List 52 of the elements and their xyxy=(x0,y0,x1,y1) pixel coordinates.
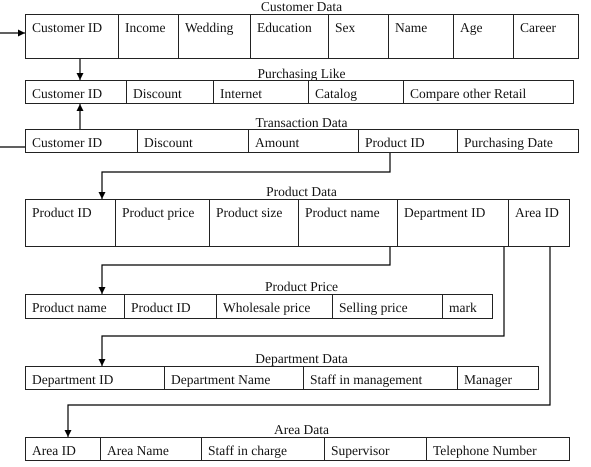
table-cell: Customer ID xyxy=(25,129,138,153)
table-cell: Product ID xyxy=(358,129,458,153)
table-cell: Area ID xyxy=(25,437,101,461)
table-cell: mark xyxy=(442,294,493,319)
connector-arrow xyxy=(76,104,84,129)
table-cell: Career xyxy=(513,14,579,59)
table-cell: Department Name xyxy=(164,366,304,390)
table-title: Purchasing Like xyxy=(256,67,347,80)
table-cell: Supervisor xyxy=(324,437,427,461)
table-cell: Education xyxy=(250,14,329,59)
table-title: Transaction Data xyxy=(254,116,349,129)
table-cell: Wedding xyxy=(178,14,251,59)
table-cell: Product ID xyxy=(124,294,217,319)
connector-arrow xyxy=(76,59,84,80)
table-cell: Age xyxy=(453,14,514,59)
table-title: Product Data xyxy=(265,185,338,198)
connector-arrow xyxy=(64,247,551,437)
table-cell: Customer ID xyxy=(25,14,119,59)
table-cell: Sex xyxy=(328,14,389,59)
table-cell: Income xyxy=(118,14,179,59)
table-cell: Department ID xyxy=(25,366,165,390)
table-cell: Staff in management xyxy=(303,366,458,390)
table-cell: Product ID xyxy=(25,199,116,247)
table-cell: Product size xyxy=(209,199,299,247)
table-cell: Product name xyxy=(25,294,125,319)
connector-arrow xyxy=(0,30,25,36)
connector-arrow xyxy=(98,247,391,294)
table-title: Department Data xyxy=(254,352,349,365)
table-cell: Purchasing Date xyxy=(457,129,579,153)
table-cell: Area ID xyxy=(508,199,570,247)
table-cell: Wholesale price xyxy=(216,294,333,319)
table-cell: Area Name xyxy=(100,437,202,461)
connector-arrow xyxy=(98,247,505,366)
table-cell: Staff in charge xyxy=(201,437,325,461)
table-cell: Customer ID xyxy=(25,80,127,104)
table-cell: Compare other Retail xyxy=(403,80,574,104)
table-title: Product Price xyxy=(264,280,340,293)
table-cell: Name xyxy=(388,14,454,59)
table-cell: Amount xyxy=(248,129,359,153)
connector-arrow xyxy=(98,153,391,199)
table-cell: Internet xyxy=(213,80,309,104)
table-cell: Product name xyxy=(298,199,398,247)
table-cell: Manager xyxy=(457,366,539,390)
table-cell: Product price xyxy=(115,199,210,247)
table-title: Area Data xyxy=(272,423,330,436)
table-cell: Discount xyxy=(126,80,214,104)
table-cell: Selling price xyxy=(332,294,443,319)
table-cell: Catalog xyxy=(308,80,404,104)
table-title: Customer Data xyxy=(260,0,344,13)
table-cell: Discount xyxy=(137,129,249,153)
table-cell: Telephone Number xyxy=(426,437,570,461)
table-cell: Department ID xyxy=(397,199,509,247)
